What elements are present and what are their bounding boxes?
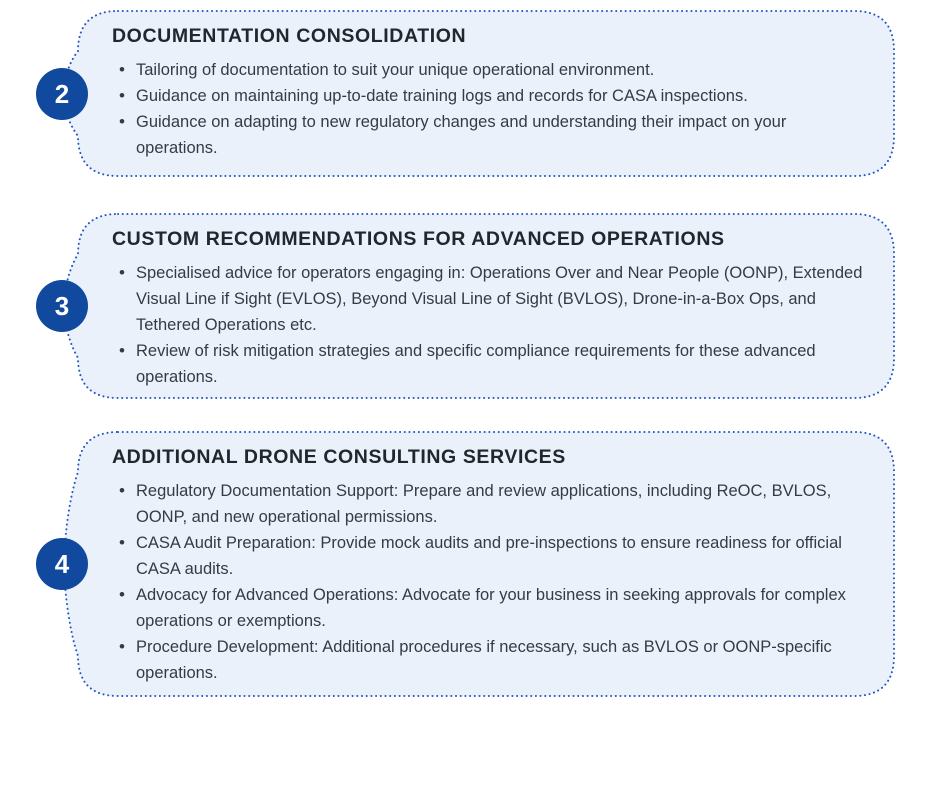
bullet-item: Specialised advice for operators engagin… <box>119 260 867 338</box>
bullet-list: Tailoring of documentation to suit your … <box>112 57 867 161</box>
bullet-item: Guidance on maintaining up-to-date train… <box>119 83 867 109</box>
card-title: CUSTOM RECOMMENDATIONS FOR ADVANCED OPER… <box>112 228 725 250</box>
step-number: 3 <box>54 291 70 321</box>
card-documentation-consolidation: DOCUMENTATION CONSOLIDATION Tailoring of… <box>63 10 895 177</box>
section-additional-services: 4 ADDITIONAL DRONE CONSULTING SERVICES R… <box>0 431 940 697</box>
card-content: CUSTOM RECOMMENDATIONS FOR ADVANCED OPER… <box>63 213 895 400</box>
card-additional-services: ADDITIONAL DRONE CONSULTING SERVICES Reg… <box>63 431 895 697</box>
bullet-item: CASA Audit Preparation: Provide mock aud… <box>119 530 867 582</box>
bullet-item: Regulatory Documentation Support: Prepar… <box>119 478 867 530</box>
section-documentation-consolidation: 2 DOCUMENTATION CONSOLIDATION Tailoring … <box>0 10 940 177</box>
bullet-item: Guidance on adapting to new regulatory c… <box>119 109 867 161</box>
step-badge-3: 3 <box>36 280 88 332</box>
step-badge-2: 2 <box>36 67 88 120</box>
card-content: ADDITIONAL DRONE CONSULTING SERVICES Reg… <box>63 431 895 696</box>
bullet-item: Procedure Development: Additional proced… <box>119 634 867 686</box>
card-custom-recommendations: CUSTOM RECOMMENDATIONS FOR ADVANCED OPER… <box>63 213 895 399</box>
bullet-item: Advocacy for Advanced Operations: Advoca… <box>119 582 867 634</box>
step-badge-4: 4 <box>36 538 88 590</box>
step-number: 2 <box>54 78 70 109</box>
card-title: ADDITIONAL DRONE CONSULTING SERVICES <box>112 446 566 468</box>
card-content: DOCUMENTATION CONSOLIDATION Tailoring of… <box>63 10 895 171</box>
card-title: DOCUMENTATION CONSOLIDATION <box>112 25 467 47</box>
bullet-item: Review of risk mitigation strategies and… <box>119 338 867 390</box>
step-number: 4 <box>54 549 70 579</box>
bullet-list: Specialised advice for operators engagin… <box>112 260 867 390</box>
bullet-item: Tailoring of documentation to suit your … <box>119 57 867 83</box>
bullet-list: Regulatory Documentation Support: Prepar… <box>112 478 867 686</box>
section-custom-recommendations: 3 CUSTOM RECOMMENDATIONS FOR ADVANCED OP… <box>0 213 940 399</box>
